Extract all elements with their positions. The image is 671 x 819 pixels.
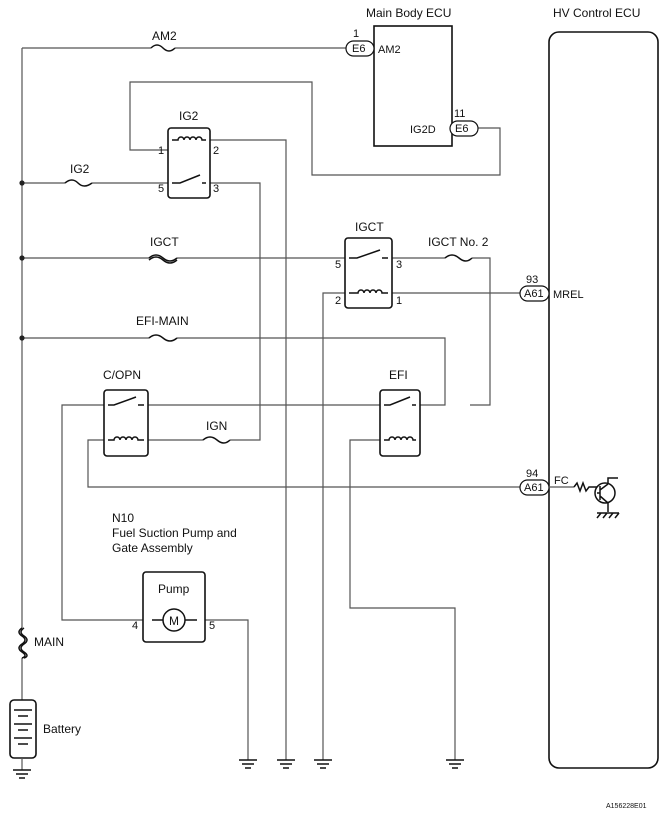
relay-efi-coil-icon — [384, 436, 416, 441]
junction-dots — [19, 180, 25, 341]
fuel-suction-pump: N10 Fuel Suction Pump and Gate Assembly … — [112, 511, 237, 643]
relay-igct-pin-2: 2 — [335, 295, 341, 307]
relay-ig2-pin-2: 2 — [213, 145, 219, 157]
transistor-icon — [594, 482, 616, 504]
pump-description-line2: Gate Assembly — [112, 541, 193, 555]
connector-a61-fc-pin: 94 — [526, 468, 538, 480]
relay-igct-label: IGCT — [355, 220, 384, 234]
connector-a61-mrel-pin: 93 — [526, 274, 538, 286]
connector-a61-mrel-code: A61 — [524, 288, 544, 300]
connector-e6-am2-signal: AM2 — [378, 44, 401, 56]
relay-efi-switch-icon — [384, 396, 416, 406]
relay-c-opn-switch-icon — [108, 396, 144, 406]
relay-igct-coil-icon — [349, 289, 388, 294]
pump-pin-5: 5 — [209, 620, 215, 632]
relay-ig2-pin-3: 3 — [213, 183, 219, 195]
relay-igct-pin-1: 1 — [396, 295, 402, 307]
fuse-ig2-label: IG2 — [70, 162, 90, 176]
fuse-am2: AM2 — [150, 29, 177, 52]
relay-igct-switch-icon — [349, 249, 388, 259]
relay-ig2-pin-1: 1 — [158, 145, 164, 157]
ground-icon-ig2 — [277, 759, 295, 769]
fuse-main-label: MAIN — [34, 635, 64, 649]
battery-ground-icon — [13, 769, 31, 779]
ground-icon-pump — [239, 759, 257, 769]
fuse-efi-main: EFI-MAIN — [136, 314, 189, 342]
wires — [21, 47, 520, 760]
motor-symbol: M — [169, 614, 179, 628]
fuse-ign-label: IGN — [206, 419, 227, 433]
connector-e6-am2-code: E6 — [352, 43, 365, 55]
fuse-efi-main-label: EFI-MAIN — [136, 314, 189, 328]
main-body-ecu: Main Body ECU E6 1 AM2 E6 11 IG2D — [345, 6, 479, 147]
relay-c-opn-label: C/OPN — [103, 368, 141, 382]
connector-a61-mrel-signal: MREL — [553, 289, 584, 301]
main-body-ecu-label: Main Body ECU — [366, 6, 451, 20]
ground-icon-efi — [446, 759, 464, 769]
fuse-ign: IGN — [202, 419, 231, 444]
relay-ig2: IG2 1 2 5 3 — [158, 109, 219, 199]
connector-a61-fc-code: A61 — [524, 482, 544, 494]
connector-e6-am2-pin: 1 — [353, 28, 359, 40]
hv-control-ecu: HV Control ECU A61 93 MREL A61 94 FC — [519, 6, 659, 769]
relay-ig2-pin-5: 5 — [158, 183, 164, 195]
fuse-am2-label: AM2 — [152, 29, 177, 43]
relay-ig2-label: IG2 — [179, 109, 199, 123]
battery-label: Battery — [43, 722, 81, 736]
connector-e6-ig2d-pin: 11 — [454, 108, 465, 120]
pump-pin-4: 4 — [132, 620, 138, 632]
relay-efi: EFI — [379, 368, 421, 457]
fuse-igct-no2-label: IGCT No. 2 — [428, 235, 489, 249]
ecu-ground-icon — [596, 512, 620, 519]
pump-code: N10 — [112, 511, 134, 525]
relay-c-opn-coil-icon — [108, 436, 144, 441]
fuse-igct-label: IGCT — [150, 235, 179, 249]
ground-symbols — [239, 759, 464, 769]
relay-igct-pin-5: 5 — [335, 259, 341, 271]
connector-a61-fc-signal: FC — [554, 475, 569, 487]
pump-label: Pump — [158, 582, 190, 596]
relay-ig2-coil-icon — [172, 136, 206, 141]
fuse-ig2: IG2 — [64, 162, 93, 187]
relay-igct: IGCT 5 3 2 1 — [335, 220, 402, 309]
battery: Battery — [9, 699, 81, 779]
fuse-igct-no2: IGCT No. 2 — [428, 235, 489, 262]
fuse-igct: IGCT — [148, 235, 179, 264]
figure-id: A156228E01 — [606, 803, 647, 810]
fuse-main: MAIN — [18, 627, 64, 659]
relay-c-opn: C/OPN — [103, 368, 149, 457]
relay-igct-pin-3: 3 — [396, 259, 402, 271]
pump-description-line1: Fuel Suction Pump and — [112, 526, 237, 540]
ground-icon-igct — [314, 759, 332, 769]
connector-e6-ig2d-code: E6 — [455, 123, 468, 135]
connector-e6-ig2d-signal: IG2D — [410, 124, 436, 136]
relay-efi-label: EFI — [389, 368, 408, 382]
relay-ig2-switch-icon — [172, 174, 206, 184]
hv-control-ecu-label: HV Control ECU — [553, 6, 640, 20]
